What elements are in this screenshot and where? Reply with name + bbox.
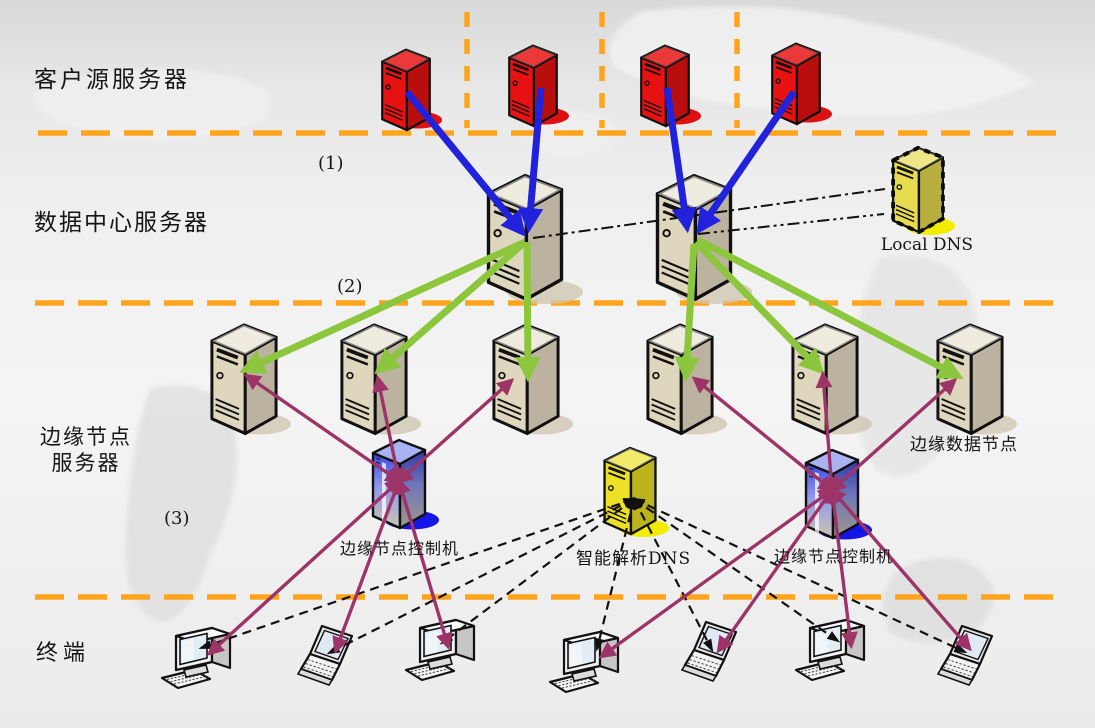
blue-arrow-origin1-dc1	[404, 89, 526, 237]
edge-data-node-label: 边缘数据节点	[910, 435, 1018, 455]
layer-label-edge: 边缘节点 服务器	[26, 424, 146, 476]
green-arrow-dc2-edge6	[696, 236, 964, 380]
origin-server-icon-3	[639, 44, 691, 128]
local-dns-icon-group	[891, 145, 945, 235]
purple-arrow-ctrl2-edge4	[691, 376, 836, 493]
green-arrow-dc1-edge3	[515, 241, 541, 383]
green-arrow-dc1-edge1	[239, 238, 527, 374]
edge-server-icon-4	[646, 323, 714, 436]
edge-control-arrows	[206, 370, 972, 659]
green-arrow-dc2-edge4	[674, 243, 700, 383]
origin-server-icon-2	[507, 44, 559, 128]
smart-dns-label: 智能解析DNS	[576, 549, 692, 569]
purple-arrow-ctrl1-edge3	[395, 378, 515, 484]
layer-label-edge-line1: 边缘节点	[40, 425, 132, 449]
dns-dash-terminal-2	[326, 497, 637, 655]
dns-dash-terminal-3	[439, 497, 637, 645]
origin-server-icon-1	[380, 48, 432, 132]
terminal-laptop-icon-5	[680, 620, 738, 683]
terminal-icons	[160, 618, 994, 694]
layer-label-edge-line2: 服务器	[51, 451, 121, 475]
layer-label-datacenter: 数据中心服务器	[34, 210, 209, 236]
layer-label-origin: 客户源服务器	[34, 67, 190, 93]
edge-controller-right-label: 边缘节点控制机	[774, 547, 894, 566]
terminal-desktop-icon-3	[404, 618, 476, 682]
edge-server-icon-6	[936, 323, 1004, 436]
purple-arrow-ctrl1-terminal1	[206, 478, 403, 656]
purple-arrow-ctrl2-edge6	[828, 378, 958, 493]
layer-label-terminal: 终端	[36, 641, 91, 666]
purple-arrow-ctrl1-terminal2	[332, 477, 403, 654]
purple-arrow-ctrl1-edge2	[372, 374, 405, 486]
green-arrow-dc1-edge2	[374, 239, 528, 375]
edge-server-icon-1	[210, 323, 278, 436]
purple-arrow-ctrl2-terminal5	[716, 486, 835, 654]
dns-server-icons	[603, 446, 657, 536]
phase-label-3: (3)	[164, 508, 190, 529]
terminal-desktop-icon-4	[548, 630, 620, 694]
smart-dns-icon	[603, 446, 657, 536]
local-dns-icon	[891, 146, 945, 234]
purple-arrow-ctrl2-terminal7	[829, 486, 972, 652]
edge-controller-left-label: 边缘节点控制机	[340, 539, 460, 558]
edge-server-icon-2	[340, 323, 408, 436]
blue-arrow-origin4-dc2	[696, 90, 797, 235]
blue-arrow-origin3-dc2	[663, 87, 697, 234]
terminal-laptop-icon-2	[296, 624, 354, 687]
terminal-desktop-icon-6	[794, 618, 866, 682]
blue-arrow-origin2-dc1	[518, 87, 545, 234]
layer-divider-lines	[35, 12, 1063, 600]
request-arrows	[404, 87, 797, 237]
terminal-desktop-icon-1	[160, 626, 232, 690]
purple-arrow-ctrl1-terminal3	[394, 476, 453, 651]
phase-label-2: (2)	[337, 276, 363, 297]
phase-label-1: (1)	[318, 153, 344, 174]
green-arrow-dc2-edge5	[693, 239, 825, 375]
dashdot-line-dc2-localdns	[697, 213, 885, 235]
local-dns-label: Local DNS	[880, 235, 974, 255]
distribution-arrows	[239, 236, 964, 383]
